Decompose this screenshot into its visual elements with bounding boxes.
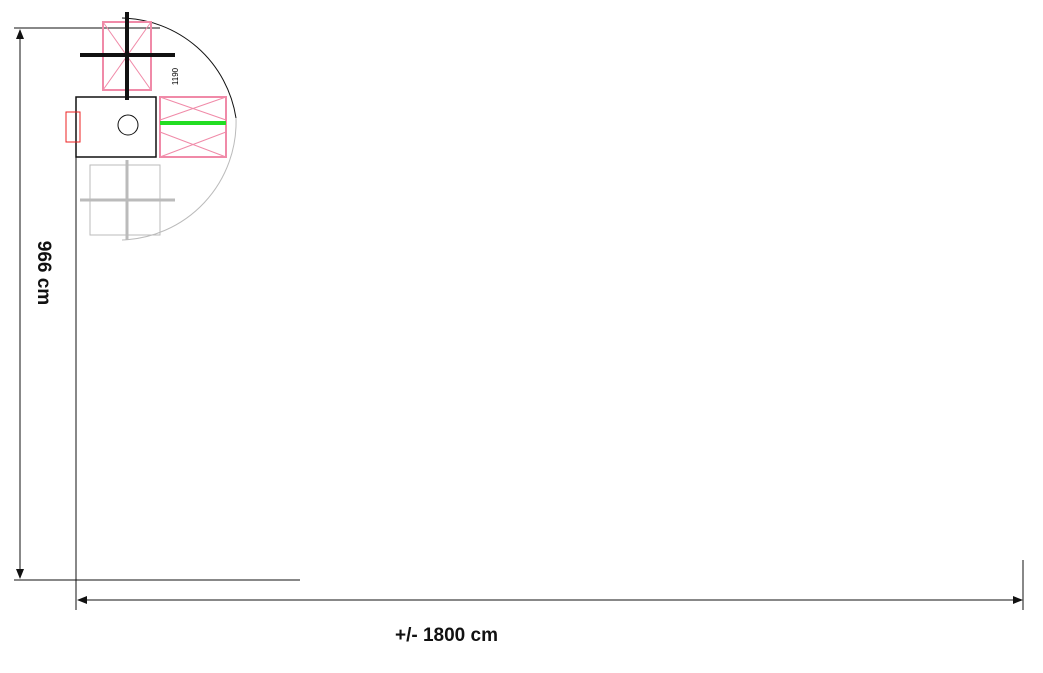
height-dimension bbox=[14, 27, 300, 581]
width-dimension bbox=[75, 140, 1024, 610]
width-label: +/- 1800 cm bbox=[395, 625, 498, 646]
height-label: 966 cm bbox=[33, 240, 54, 306]
palletizer bbox=[65, 12, 237, 241]
palletizer-note: 1190 bbox=[171, 67, 181, 86]
